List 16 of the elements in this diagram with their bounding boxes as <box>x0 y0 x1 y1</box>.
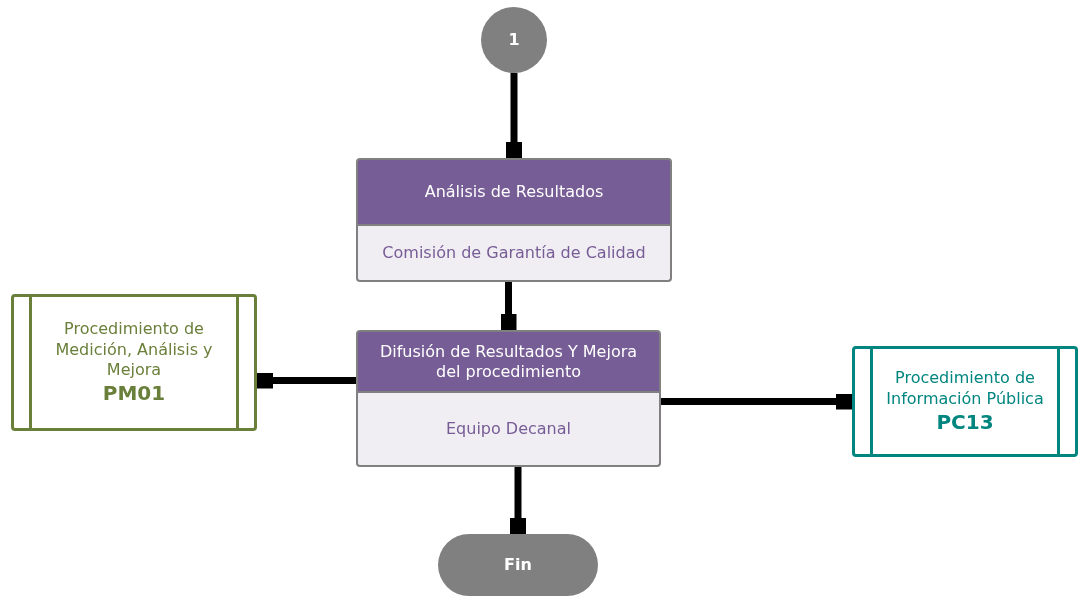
process-header: Difusión de Resultados Y Mejora del procedimiento <box>356 330 661 393</box>
connector <box>510 467 526 534</box>
connector <box>257 372 356 389</box>
process-header: Análisis de Resultados <box>356 158 672 226</box>
procedure-name: Procedimiento de Información Pública <box>885 368 1045 410</box>
connector <box>506 73 522 158</box>
procedure-code: PM01 <box>102 381 166 407</box>
connector <box>500 282 517 330</box>
procedure-code: PC13 <box>936 409 994 435</box>
connector <box>661 393 852 410</box>
process-body: Equipo Decanal <box>356 393 661 467</box>
process-body: Comisión de Garantía de Calidad <box>356 226 672 282</box>
procedure-name: Procedimiento de Medición, Análisis y Mejora <box>54 318 214 382</box>
terminal-pill: Fin <box>438 534 598 596</box>
predefined-process-box <box>11 294 257 431</box>
predefined-process-box <box>852 346 1078 457</box>
